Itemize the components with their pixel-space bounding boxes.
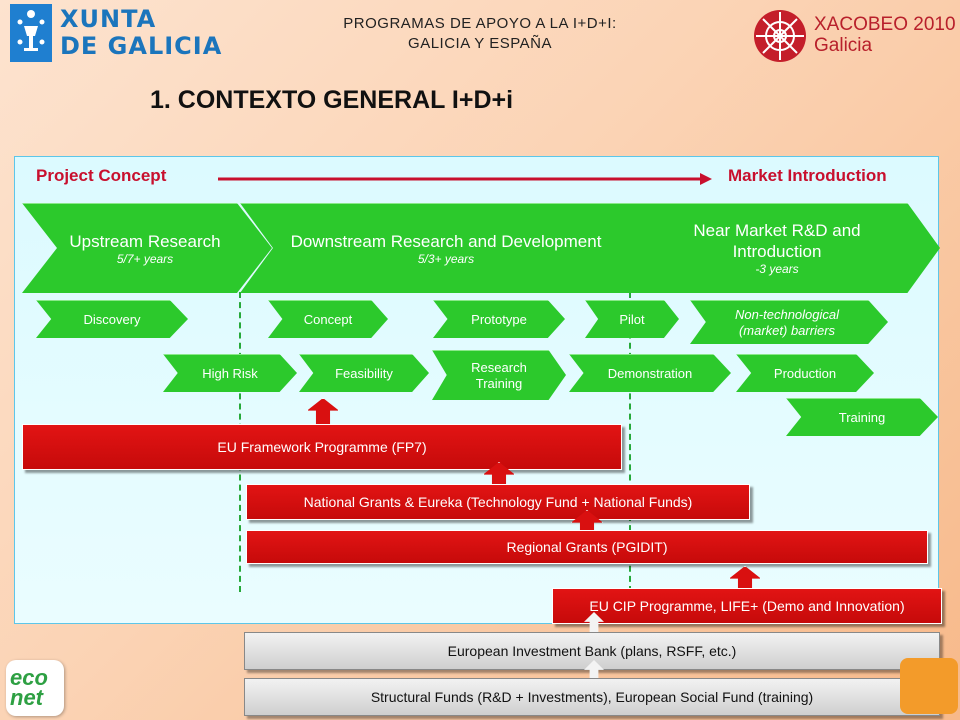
- programme-national-grants: National Grants & Eureka (Technology Fun…: [246, 484, 750, 520]
- project-concept-label: Project Concept: [36, 166, 167, 185]
- stage-non-technological-barriers: Non-technological (market) barriers: [690, 300, 888, 344]
- phase-years: -3 years: [755, 262, 799, 276]
- stage-production: Production: [736, 354, 874, 392]
- xacobeo-logo-line2: Galicia: [814, 35, 873, 56]
- stage-demonstration: Demonstration: [569, 354, 731, 392]
- stage-high-risk: High Risk: [163, 354, 297, 392]
- timeline-arrow-icon: [218, 173, 712, 185]
- stage-research-training: Research Training: [432, 350, 566, 400]
- phase-years: 5/7+ years: [116, 251, 174, 266]
- header-title-line1: PROGRAMAS DE APOYO A LA I+D+I:: [343, 15, 617, 32]
- econet-logo-text: eco net: [10, 665, 48, 710]
- market-introduction-label: Market Introduction: [728, 166, 887, 185]
- xacobeo-logo-line1: XACOBEO 2010: [814, 14, 956, 35]
- page-title: 1. CONTEXTO GENERAL I+D+i: [150, 86, 514, 114]
- xacobeo-logo-text: XACOBEO 2010 Galicia: [814, 14, 956, 56]
- phase-divider-line: [629, 292, 631, 592]
- stage-concept: Concept: [268, 300, 388, 338]
- stage-feasibility: Feasibility: [299, 354, 429, 392]
- phase-downstream-research: Downstream Research and Development 5/3+…: [240, 203, 652, 293]
- galicia-shield-icon: [10, 4, 52, 62]
- programme-regional-grants: Regional Grants (PGIDIT): [246, 530, 928, 564]
- header-title: PROGRAMAS DE APOYO A LA I+D+I: GALICIA Y…: [280, 14, 680, 54]
- econet-logo: eco net: [6, 660, 64, 716]
- header-title-line2: GALICIA Y ESPAÑA: [408, 35, 552, 52]
- phase-title: Near Market R&D and Introduction: [693, 221, 861, 261]
- programme-eu-cip: EU CIP Programme, LIFE+ (Demo and Innova…: [552, 588, 942, 624]
- xunta-logo-text: XUNTA DE GALICIA: [60, 5, 223, 60]
- xacobeo-emblem-icon: [754, 10, 806, 62]
- orange-tab-decoration: [900, 658, 958, 714]
- phase-title: Downstream Research and Development: [290, 231, 602, 251]
- phase-upstream-research: Upstream Research 5/7+ years: [22, 203, 272, 293]
- stage-prototype: Prototype: [433, 300, 565, 338]
- phase-near-market: Near Market R&D and Introduction -3 year…: [614, 203, 940, 293]
- phase-title: Upstream Research: [69, 231, 221, 251]
- stage-pilot: Pilot: [585, 300, 679, 338]
- stage-training: Training: [786, 398, 938, 436]
- phase-years: 5/3+ years: [417, 251, 475, 266]
- programme-fp7: EU Framework Programme (FP7): [22, 424, 622, 470]
- xunta-de-galicia-logo: XUNTA DE GALICIA: [10, 4, 221, 64]
- stage-discovery: Discovery: [36, 300, 188, 338]
- programme-structural-funds: Structural Funds (R&D + Investments), Eu…: [244, 678, 940, 716]
- xacobeo-2010-logo: XACOBEO 2010 Galicia: [752, 8, 956, 68]
- programme-european-investment-bank: European Investment Bank (plans, RSFF, e…: [244, 632, 940, 670]
